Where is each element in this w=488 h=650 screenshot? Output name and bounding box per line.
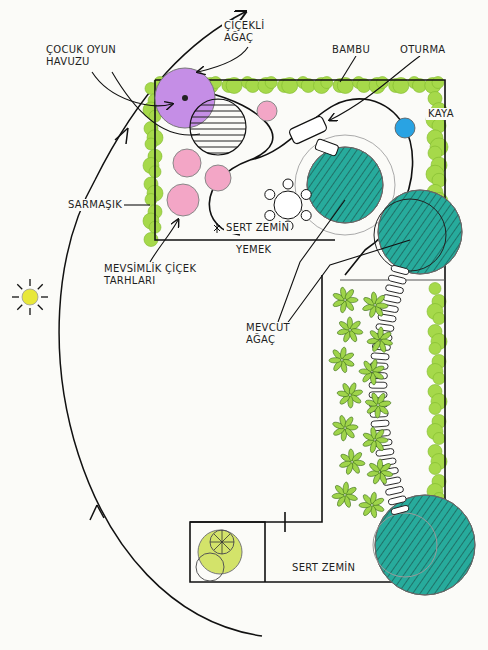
shrubs	[329, 287, 393, 518]
plan-label: ÇOCUK OYUN HAVUZU	[44, 44, 128, 68]
plan-label: KAYA	[426, 108, 456, 120]
sun-path-arrow	[115, 128, 128, 144]
plan-label: OTURMA	[398, 44, 448, 56]
garden-outline	[155, 80, 445, 582]
small-tree-branches	[210, 530, 234, 554]
plan-label: MEVCUT AĞAÇ	[244, 322, 320, 346]
small-tree	[210, 530, 234, 554]
seasonal-flower-bed	[167, 101, 277, 216]
small-tree	[198, 530, 242, 574]
plan-label: YEMEK	[234, 244, 273, 256]
flowering-tree	[182, 95, 188, 101]
sun	[12, 279, 48, 315]
stepping-stones	[369, 265, 409, 515]
plan-label: SERT ZEMİN	[224, 222, 291, 234]
star-mark	[214, 223, 220, 233]
play-pool	[190, 99, 246, 155]
plan-label: MEVSİMLİK ÇİÇEK TARHLARI	[102, 263, 206, 287]
plan-label: SARMAŞIK	[66, 199, 124, 211]
plan-label: ÇİÇEKLİ AĞAÇ	[222, 20, 288, 44]
plan-label: SERT ZEMİN	[290, 562, 357, 574]
sun-path	[59, 12, 262, 636]
seat	[315, 139, 339, 157]
leader-lines	[92, 47, 420, 325]
hedge	[143, 77, 448, 505]
small-tree	[196, 553, 224, 581]
rock	[395, 118, 415, 138]
existing-tree	[295, 135, 475, 595]
plan-label: BAMBU	[330, 44, 372, 56]
sun-path-arrow	[90, 505, 104, 520]
